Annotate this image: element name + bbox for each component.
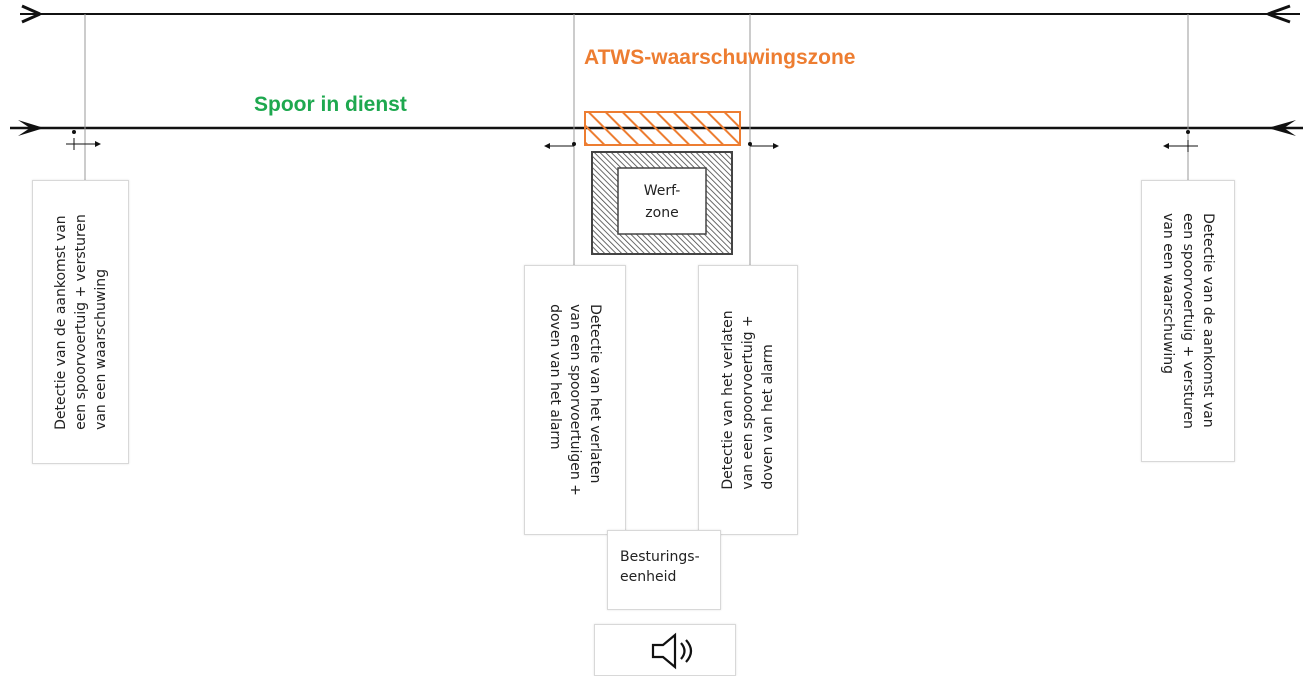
atws-zone-title: ATWS-waarschuwingszone (584, 46, 855, 69)
center-left-exit-line-3: doven van het alarm (547, 304, 563, 450)
top-track-left-arrowhead (21, 4, 41, 24)
control-unit-label-line-1: Besturings- (620, 549, 700, 565)
center-right-exit-line-2: van een spoorvoertuig + (740, 315, 756, 490)
speaker-box (594, 624, 736, 676)
center-right-exit-detection-box: Detectie van het verlaten van een spoorv… (698, 265, 798, 535)
center-right-exit-detection-text: Detectie van het verlaten van een spoorv… (718, 310, 778, 489)
left-arrival-line-1: Detectie van de aankomst van (52, 215, 69, 430)
center-left-exit-line-1: Detectie van het verlaten (587, 304, 603, 484)
atws-warning-zone (584, 111, 741, 146)
right-arrival-detection-box: Detectie van de aankomst van een spoorvo… (1141, 180, 1235, 462)
track-in-service-label: Spoor in dienst (254, 93, 407, 116)
work-zone-label-line2: zone (645, 205, 678, 221)
left-arrival-detection-text: Detectie van de aankomst van een spoorvo… (51, 214, 111, 430)
detection-arrows (66, 138, 1198, 152)
left-arrival-detection-box: Detectie van de aankomst van een spoorvo… (32, 180, 129, 464)
work-zone-label-line1: Werf- (644, 183, 681, 199)
right-arrival-line-3: van een waarschuwing (1160, 213, 1176, 375)
service-track-right-arrowhead (1268, 120, 1296, 136)
right-arrival-detection-text: Detectie van de aankomst van een spoorvo… (1158, 213, 1218, 429)
left-arrival-line-2: een spoorvoertuig + versturen (72, 214, 89, 430)
speaker-icon (651, 632, 693, 670)
center-right-exit-line-3: doven van het alarm (760, 344, 776, 490)
service-track-left-arrowhead (18, 120, 44, 136)
work-zone (591, 151, 733, 255)
sensor-dots (72, 130, 1190, 146)
top-track-right-arrowhead (1267, 4, 1291, 24)
control-unit-box: Besturings- eenheid (607, 530, 721, 610)
control-unit-label-line-2: eenheid (620, 569, 677, 585)
left-arrival-line-3: van een waarschuwing (92, 268, 109, 430)
center-left-exit-line-2: van een spoorvoertuigen + (567, 304, 583, 496)
center-left-exit-detection-text: Detectie van het verlaten van een spoorv… (545, 304, 605, 496)
right-arrival-line-1: Detectie van de aankomst van (1200, 213, 1216, 428)
top-track (20, 4, 1300, 24)
sensor-lines (84, 14, 1189, 265)
right-arrival-line-2: een spoorvoertuig + versturen (1180, 213, 1196, 429)
center-left-exit-detection-box: Detectie van het verlaten van een spoorv… (524, 265, 626, 535)
center-right-exit-line-1: Detectie van het verlaten (720, 310, 736, 490)
